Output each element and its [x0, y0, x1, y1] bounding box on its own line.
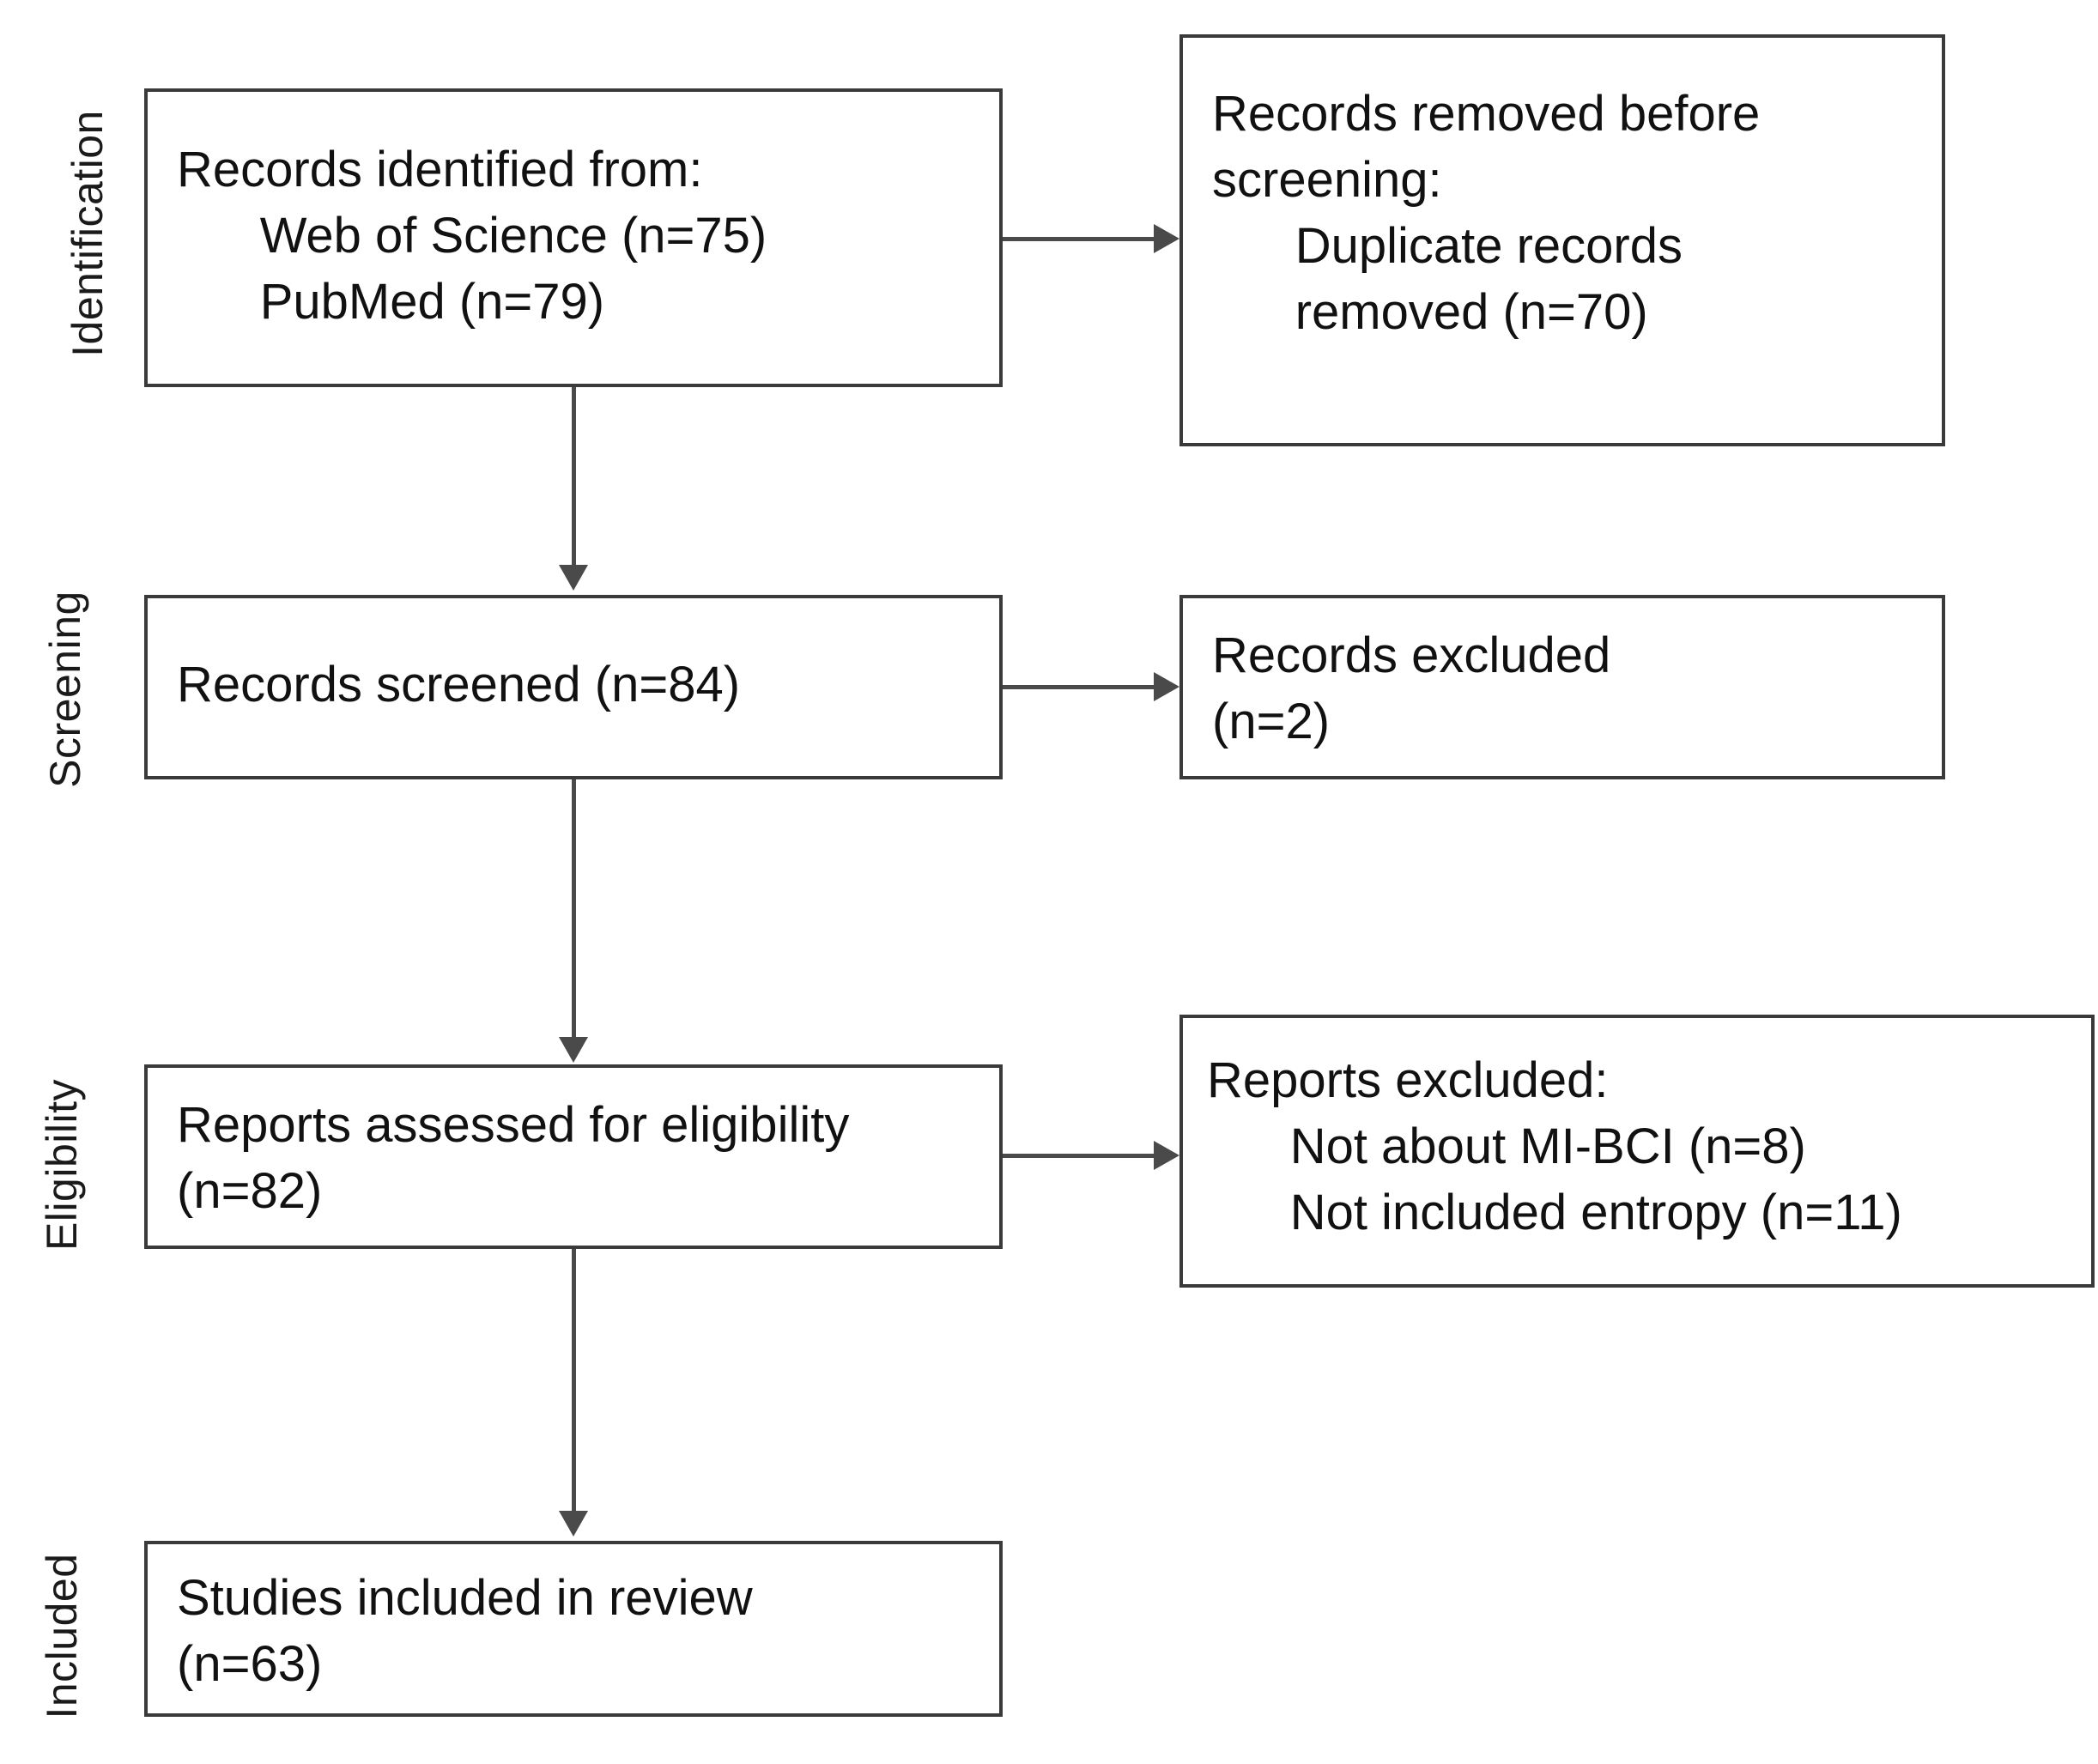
- box-studies-included: Studies included in review (n=63): [144, 1541, 1003, 1717]
- box-records-excluded-text: Records excluded (n=2): [1212, 627, 1611, 750]
- box-records-removed-text: Records removed before screening: Duplic…: [1212, 86, 1761, 341]
- connector-identified-to-screened: [572, 387, 576, 565]
- box-records-screened-text: Records screened (n=84): [177, 657, 741, 712]
- box-records-screened: Records screened (n=84): [144, 595, 1003, 779]
- arrowhead-identified-to-screened: [559, 565, 588, 591]
- connector-assessed-to-excluded: [1003, 1154, 1154, 1158]
- stage-label-screening: Screening: [41, 591, 89, 788]
- box-reports-excluded-text: Reports excluded: Not about MI-BCI (n=8)…: [1207, 1052, 1902, 1241]
- connector-identified-to-removed: [1003, 237, 1154, 241]
- connector-screened-to-assessed: [572, 779, 576, 1037]
- box-records-identified-text: Records identified from: Web of Science …: [177, 142, 767, 330]
- box-records-identified: Records identified from: Web of Science …: [144, 88, 1003, 387]
- box-reports-assessed: Reports assessed for eligibility (n=82): [144, 1064, 1003, 1249]
- box-reports-excluded: Reports excluded: Not about MI-BCI (n=8)…: [1179, 1015, 2095, 1288]
- arrowhead-assessed-to-included: [559, 1511, 588, 1537]
- box-reports-assessed-text: Reports assessed for eligibility (n=82): [177, 1097, 850, 1220]
- stage-label-eligibility: Eligibility: [38, 1079, 86, 1252]
- connector-assessed-to-included: [572, 1249, 576, 1511]
- stage-label-identification: Identification: [64, 110, 112, 357]
- arrowhead-screened-to-excluded: [1154, 672, 1179, 701]
- box-studies-included-text: Studies included in review (n=63): [177, 1570, 753, 1693]
- box-records-removed: Records removed before screening: Duplic…: [1179, 34, 1945, 446]
- arrowhead-assessed-to-excluded: [1154, 1141, 1179, 1170]
- box-records-excluded: Records excluded (n=2): [1179, 595, 1945, 779]
- arrowhead-screened-to-assessed: [559, 1037, 588, 1063]
- stage-label-included: Included: [38, 1553, 86, 1719]
- connector-screened-to-excluded: [1003, 685, 1154, 689]
- arrowhead-identified-to-removed: [1154, 224, 1179, 253]
